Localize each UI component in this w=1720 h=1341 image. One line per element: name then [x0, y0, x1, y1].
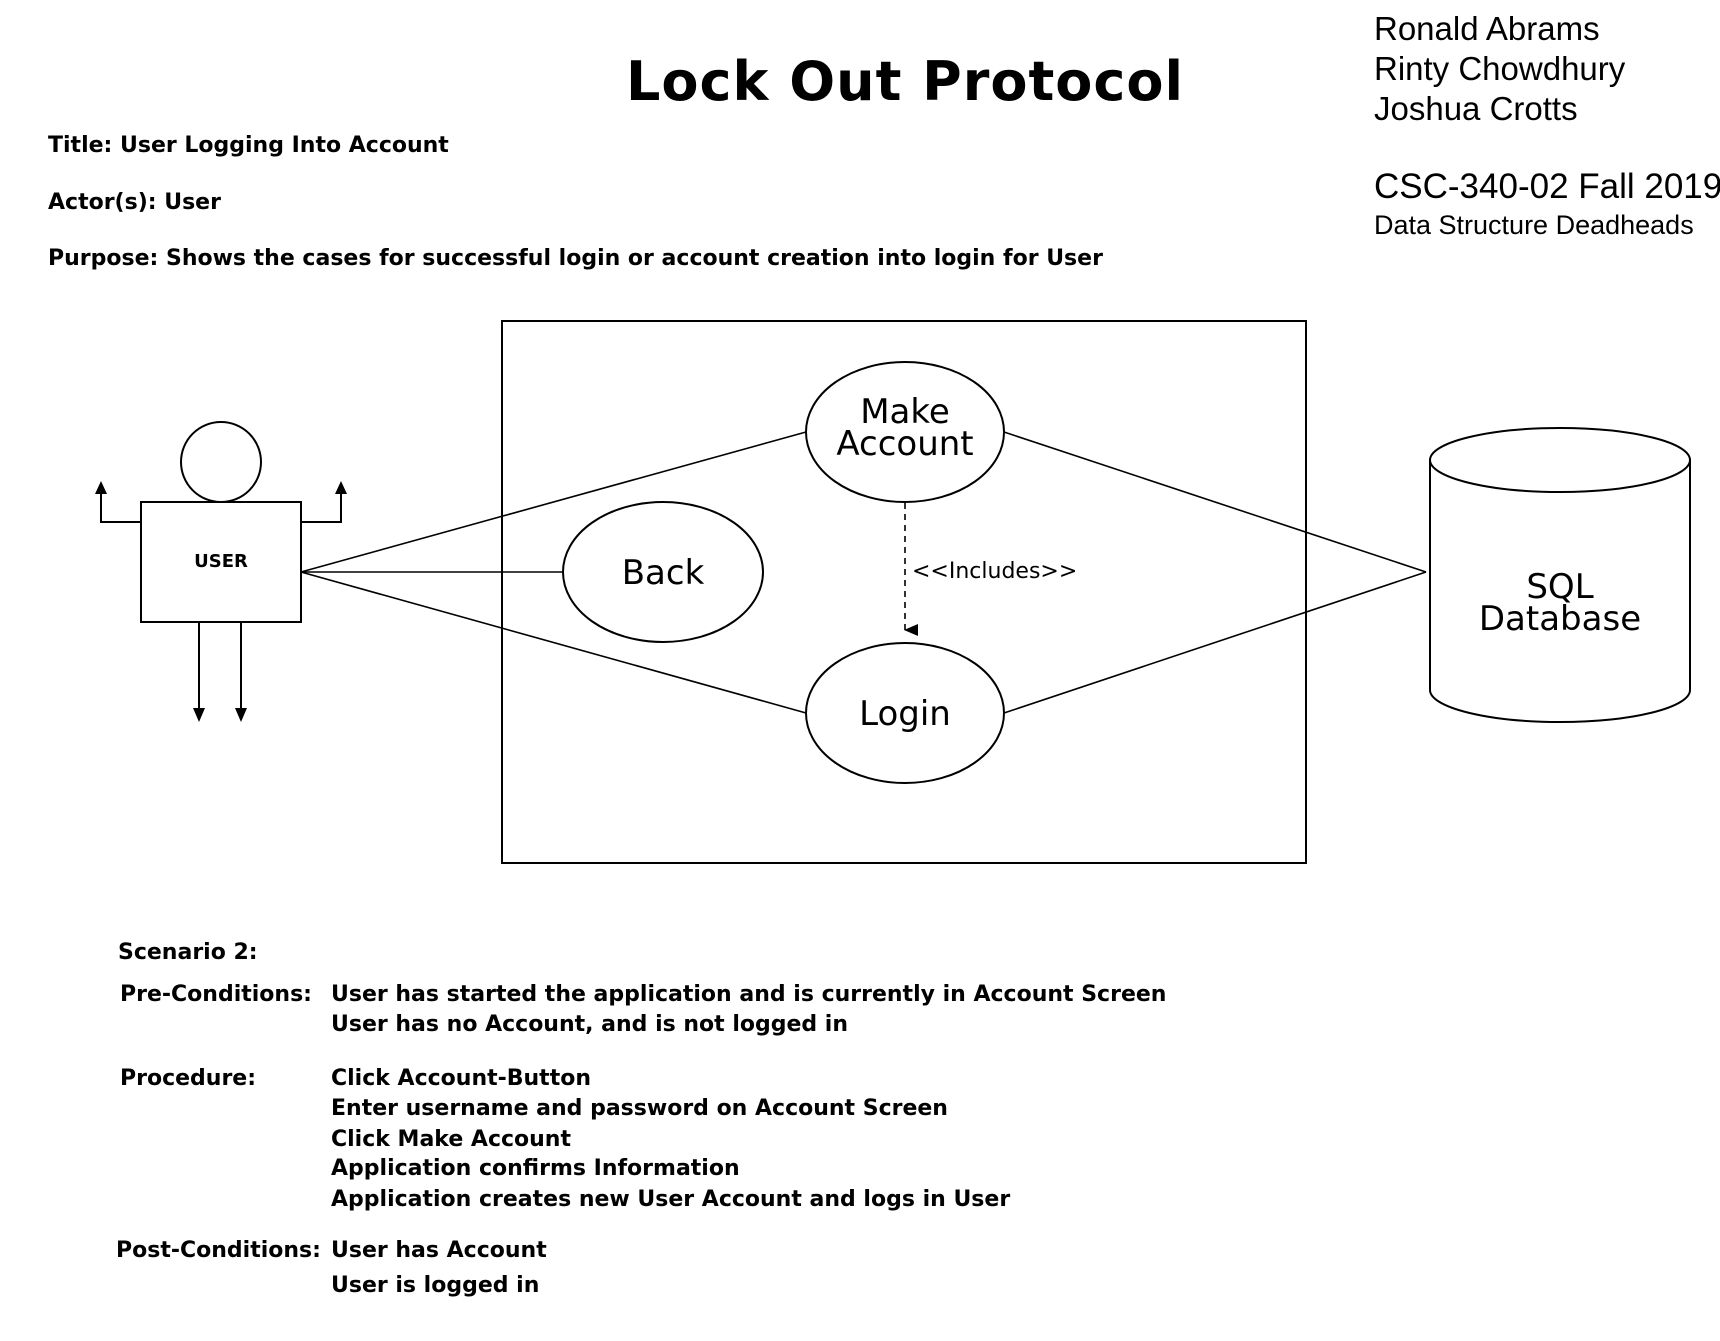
post-condition-item: User has Account — [331, 1238, 547, 1263]
team-name: Data Structure Deadheads — [1374, 210, 1694, 240]
author-name: Rinty Chowdhury — [1374, 50, 1626, 87]
scenario-heading: Scenario 2: — [118, 940, 258, 965]
post-conditions-label: Post-Conditions: — [116, 1238, 321, 1263]
procedure-label: Procedure: — [120, 1066, 257, 1091]
page-title: Lock Out Protocol — [625, 50, 1185, 113]
pre-condition-item: User has started the application and is … — [331, 982, 1167, 1007]
use-case-label: Login — [859, 694, 951, 734]
database-label: SQL — [1526, 567, 1593, 607]
post-condition-item: User is logged in — [331, 1273, 540, 1298]
author-name: Joshua Crotts — [1374, 90, 1578, 127]
course-label: CSC-340-02 Fall 2019 — [1374, 167, 1720, 206]
use-case-label: Make — [860, 392, 950, 432]
use-case-make-account: Make Account — [805, 361, 1005, 503]
actors-line: Actor(s): User — [48, 190, 221, 215]
association-line — [300, 571, 807, 714]
database-label: Database — [1479, 599, 1641, 639]
use-case-title: Title: User Logging Into Account — [48, 133, 449, 158]
association-line — [1003, 431, 1427, 573]
pre-condition-item: User has no Account, and is not logged i… — [331, 1012, 849, 1037]
association-line — [300, 431, 807, 573]
actor-label: USER — [194, 551, 248, 572]
use-case-login: Login — [805, 642, 1005, 784]
use-case-label: Account — [836, 424, 973, 464]
procedure-step: Application creates new User Account and… — [331, 1187, 1011, 1212]
procedure-step: Click Account-Button — [331, 1066, 591, 1091]
pre-conditions-label: Pre-Conditions: — [120, 982, 312, 1007]
use-case-label: Back — [622, 553, 705, 593]
use-case-back: Back — [562, 501, 764, 643]
author-name: Ronald Abrams — [1374, 10, 1600, 47]
includes-label: <<Includes>> — [912, 559, 1077, 584]
system-boundary — [501, 320, 1307, 864]
association-line — [1003, 571, 1427, 714]
user-actor: USER — [95, 421, 347, 722]
sql-database: SQL Database — [1429, 427, 1691, 723]
purpose-line: Purpose: Shows the cases for successful … — [48, 246, 1103, 271]
procedure-step: Application confirms Information — [331, 1156, 740, 1181]
procedure-step: Click Make Account — [331, 1127, 571, 1152]
procedure-step: Enter username and password on Account S… — [331, 1096, 948, 1121]
